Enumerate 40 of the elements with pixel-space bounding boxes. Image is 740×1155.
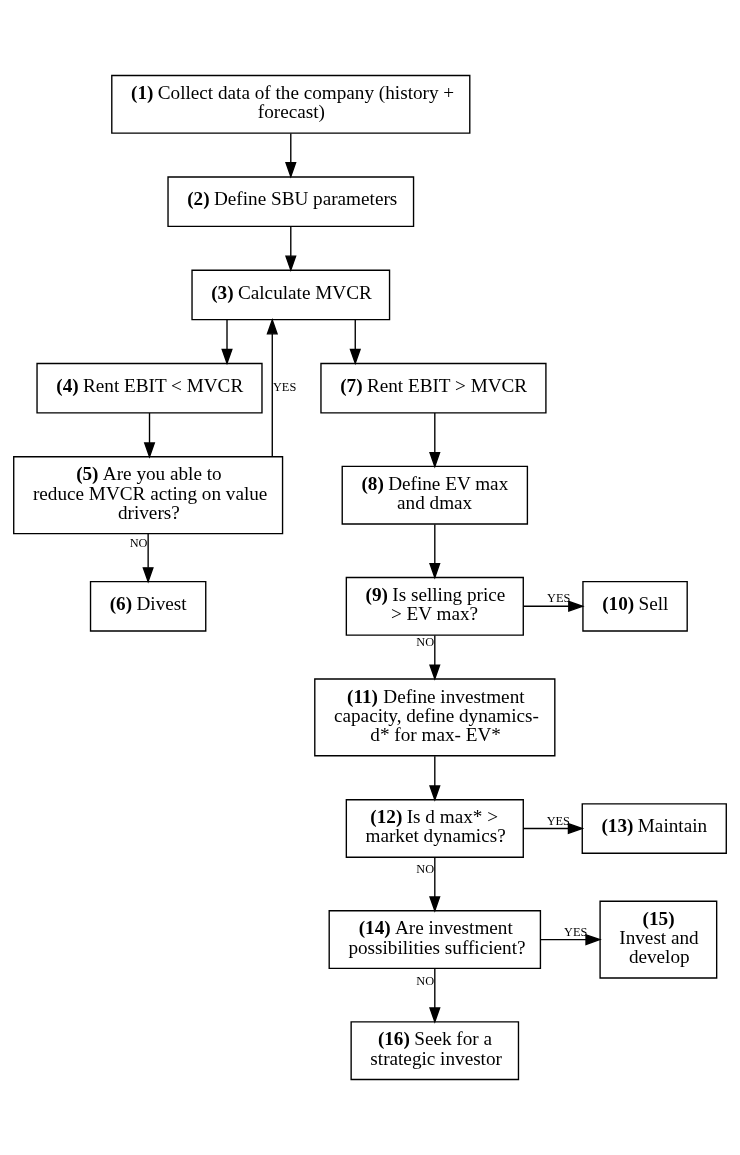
node-box: (5) Are you able to reduce MVCR acting on value drivers? xyxy=(13,456,284,535)
edge-label: NO xyxy=(416,635,435,650)
arrow xyxy=(266,318,279,458)
arrow xyxy=(285,132,297,179)
arrow xyxy=(142,533,154,584)
arrow xyxy=(429,968,441,1024)
edge-label: YES xyxy=(564,924,588,939)
edge-label: NO xyxy=(416,973,435,988)
edge-label: YES xyxy=(272,380,297,395)
node-box: (16) Seek for a strategic investor xyxy=(350,1021,520,1081)
arrow xyxy=(429,412,441,469)
edge-label: YES xyxy=(547,591,571,606)
node-box: (14) Are investment possibilities sufficient? xyxy=(328,910,542,970)
arrow xyxy=(429,523,441,580)
arrow xyxy=(522,822,585,835)
node-box: (8) Define EV max and dmax xyxy=(341,465,529,525)
node-box: (11) Define investment capacity, define dynamics- d* for max- EV* xyxy=(314,678,556,757)
arrow xyxy=(429,755,441,802)
node-box: (4) Rent EBIT < MVCR xyxy=(36,362,263,414)
arrow xyxy=(349,319,362,366)
arrow xyxy=(429,857,441,913)
node-box: (10) Sell xyxy=(582,580,688,632)
arrow xyxy=(429,634,441,681)
node-box: (9) Is selling price > EV max? xyxy=(345,576,524,636)
node-box: (3) Calculate MVCR xyxy=(191,269,391,321)
node-box: (13) Maintain xyxy=(581,803,727,854)
arrow xyxy=(523,600,585,613)
node-box: (1) Collect data of the company (history + forecast) xyxy=(111,74,471,134)
node-box: (2) Define SBU parameters xyxy=(167,176,415,228)
node-box: (12) Is d max* > market dynamics? xyxy=(345,799,524,858)
node-box: (15) Invest and develop xyxy=(599,900,718,979)
arrow xyxy=(540,933,602,946)
edge-label: NO xyxy=(129,536,148,551)
arrow xyxy=(221,319,233,366)
arrow xyxy=(143,412,156,459)
node-box: (6) Divest xyxy=(89,580,207,632)
arrow xyxy=(285,226,297,272)
edge-label: YES xyxy=(546,813,570,828)
node-box: (7) Rent EBIT > MVCR xyxy=(320,362,547,414)
edge-label: NO xyxy=(416,862,435,877)
